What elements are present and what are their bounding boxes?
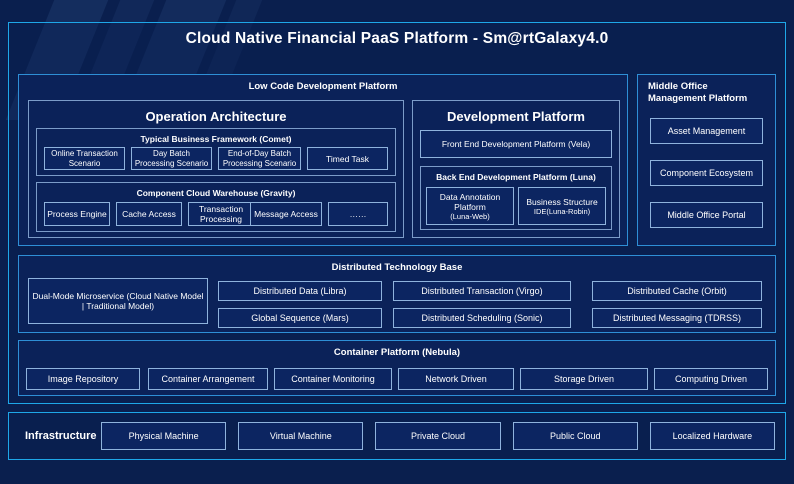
- data-annotation-sub: (Luna-Web): [450, 211, 490, 221]
- item-asset-management[interactable]: Asset Management: [650, 118, 763, 144]
- item-distributed-messaging[interactable]: Distributed Messaging (TDRSS): [592, 308, 762, 328]
- data-annotation-main: Data Annotation Platform: [439, 191, 501, 212]
- item-localized-hardware[interactable]: Localized Hardware: [649, 422, 776, 450]
- item-virtual-machine[interactable]: Virtual Machine: [238, 422, 364, 450]
- component-warehouse-title: Component Cloud Warehouse (Gravity): [136, 188, 296, 198]
- item-data-annotation-platform[interactable]: Data Annotation Platform (Luna-Web): [426, 187, 514, 225]
- infrastructure-label: Infrastructure: [25, 430, 97, 442]
- operation-architecture-title: Operation Architecture: [145, 109, 287, 124]
- infrastructure-items: Physical Machine Virtual Machine Private…: [101, 422, 776, 450]
- business-framework-title: Typical Business Framework (Comet): [140, 134, 292, 144]
- item-message-access[interactable]: Message Access: [250, 202, 322, 226]
- item-network-driven[interactable]: Network Driven: [398, 368, 514, 390]
- item-storage-driven[interactable]: Storage Driven: [520, 368, 648, 390]
- item-physical-machine[interactable]: Physical Machine: [101, 422, 227, 450]
- business-structure-main: Business Structure: [526, 196, 598, 207]
- low-code-title: Low Code Development Platform: [248, 81, 398, 92]
- item-timed-task[interactable]: Timed Task: [307, 147, 388, 170]
- development-platform-title: Development Platform: [447, 109, 585, 124]
- item-cache-access[interactable]: Cache Access: [116, 202, 182, 226]
- item-distributed-data[interactable]: Distributed Data (Libra): [218, 281, 382, 301]
- item-distributed-scheduling[interactable]: Distributed Scheduling (Sonic): [393, 308, 571, 328]
- back-end-title: Back End Development Platform (Luna): [436, 172, 596, 182]
- item-public-cloud[interactable]: Public Cloud: [512, 422, 638, 450]
- item-ellipsis[interactable]: ……: [328, 202, 388, 226]
- item-day-batch-processing-scenario[interactable]: Day Batch Processing Scenario: [131, 147, 212, 170]
- section-infrastructure: Infrastructure Physical Machine Virtual …: [8, 412, 786, 460]
- item-component-ecosystem[interactable]: Component Ecosystem: [650, 160, 763, 186]
- item-distributed-transaction[interactable]: Distributed Transaction (Virgo): [393, 281, 571, 301]
- section-container-platform: Container Platform (Nebula): [18, 340, 776, 396]
- container-platform-title: Container Platform (Nebula): [333, 347, 461, 358]
- item-transaction-processing[interactable]: Transaction Processing: [188, 202, 254, 226]
- item-online-transaction-scenario[interactable]: Online Transaction Scenario: [44, 147, 125, 170]
- item-front-end-development-platform[interactable]: Front End Development Platform (Vela): [420, 130, 612, 158]
- item-process-engine[interactable]: Process Engine: [44, 202, 110, 226]
- item-image-repository[interactable]: Image Repository: [26, 368, 140, 390]
- item-global-sequence[interactable]: Global Sequence (Mars): [218, 308, 382, 328]
- item-end-of-day-batch-processing-scenario[interactable]: End-of-Day Batch Processing Scenario: [218, 147, 301, 170]
- business-structure-sub: IDE(Luna-Robin): [533, 206, 591, 216]
- page-title: Cloud Native Financial PaaS Platform - S…: [185, 30, 609, 47]
- item-container-monitoring[interactable]: Container Monitoring: [274, 368, 392, 390]
- item-private-cloud[interactable]: Private Cloud: [375, 422, 501, 450]
- item-business-structure-ide[interactable]: Business Structure IDE(Luna-Robin): [518, 187, 606, 225]
- distributed-base-title: Distributed Technology Base: [331, 262, 463, 273]
- item-dual-mode-microservice[interactable]: Dual-Mode Microservice (Cloud Native Mod…: [28, 278, 208, 324]
- item-container-arrangement[interactable]: Container Arrangement: [148, 368, 268, 390]
- item-computing-driven[interactable]: Computing Driven: [654, 368, 768, 390]
- item-distributed-cache[interactable]: Distributed Cache (Orbit): [592, 281, 762, 301]
- middle-office-title: Middle Office Management Platform: [648, 81, 748, 104]
- item-middle-office-portal[interactable]: Middle Office Portal: [650, 202, 763, 228]
